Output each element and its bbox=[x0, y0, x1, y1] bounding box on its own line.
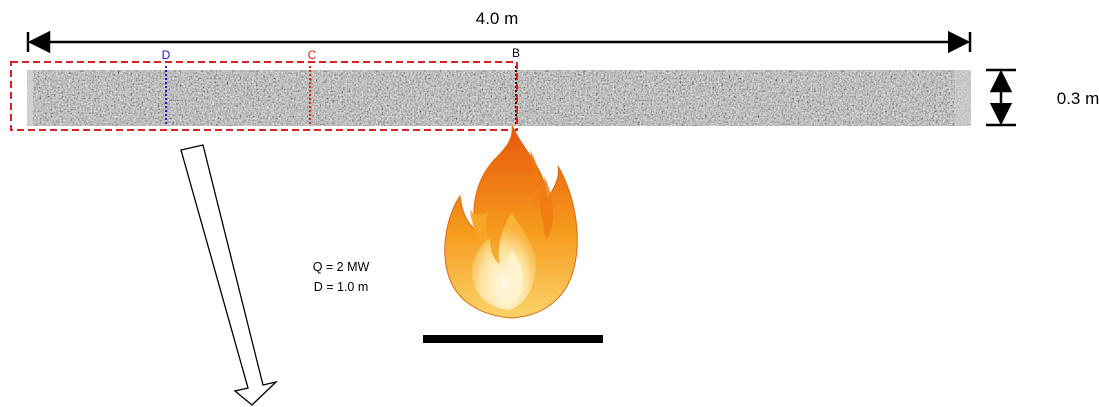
section-label-c: C bbox=[308, 48, 317, 62]
heat-release-label: Q = 2 MW bbox=[313, 260, 370, 274]
burner-tray bbox=[423, 335, 603, 343]
section-label-d: D bbox=[162, 48, 171, 62]
hollow-arrow-icon bbox=[180, 144, 279, 406]
fire-icon bbox=[444, 124, 578, 319]
highlight-box bbox=[10, 61, 518, 131]
beam-right-end bbox=[955, 70, 971, 126]
section-label-b: B bbox=[512, 46, 520, 60]
length-dimension: 4.0 m bbox=[26, 9, 972, 54]
concrete-beam bbox=[27, 70, 971, 126]
beam-left-end bbox=[27, 70, 33, 126]
beam-texture bbox=[27, 70, 971, 126]
length-label: 4.0 m bbox=[476, 9, 519, 28]
fire-parameters: Q = 2 MW D = 1.0 m bbox=[313, 260, 370, 294]
height-dimension: 0.3 m bbox=[986, 68, 1099, 127]
height-label: 0.3 m bbox=[1057, 89, 1099, 108]
fire-diameter-label: D = 1.0 m bbox=[314, 280, 369, 294]
